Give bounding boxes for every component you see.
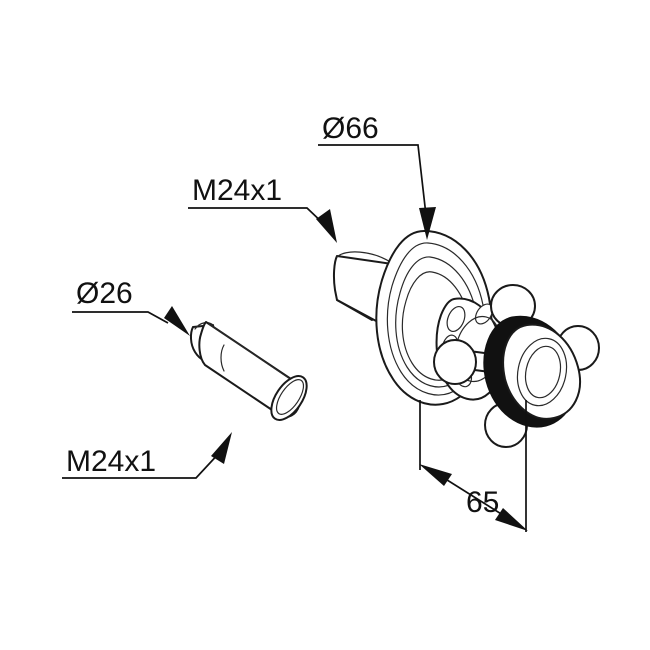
part-extension-sleeve — [189, 321, 308, 421]
arrowhead-65-right — [495, 508, 528, 531]
leader-diameter-sleeve — [72, 306, 190, 336]
arrowhead-thread-stem — [316, 209, 337, 243]
label-diameter-sleeve: Ø26 — [76, 277, 133, 310]
leader-thread-sleeve — [62, 432, 232, 479]
arrowhead-diameter-flange — [419, 207, 436, 240]
leader-diameter-flange — [318, 144, 436, 240]
label-dimension-65: 65 — [466, 486, 499, 519]
part-cross-handle — [433, 284, 600, 448]
label-thread-stem: M24x1 — [192, 174, 282, 207]
sleeve-open-end — [270, 375, 308, 421]
arrowhead-65-left — [419, 464, 452, 486]
handle-hub — [483, 315, 581, 428]
label-diameter-flange: Ø66 — [322, 112, 379, 145]
arrowhead-thread-sleeve — [211, 432, 232, 464]
dimension-65 — [419, 400, 528, 532]
arrowhead-diameter-sleeve — [164, 306, 190, 336]
leader-thread-stem — [188, 207, 337, 243]
label-thread-sleeve: M24x1 — [66, 445, 156, 478]
